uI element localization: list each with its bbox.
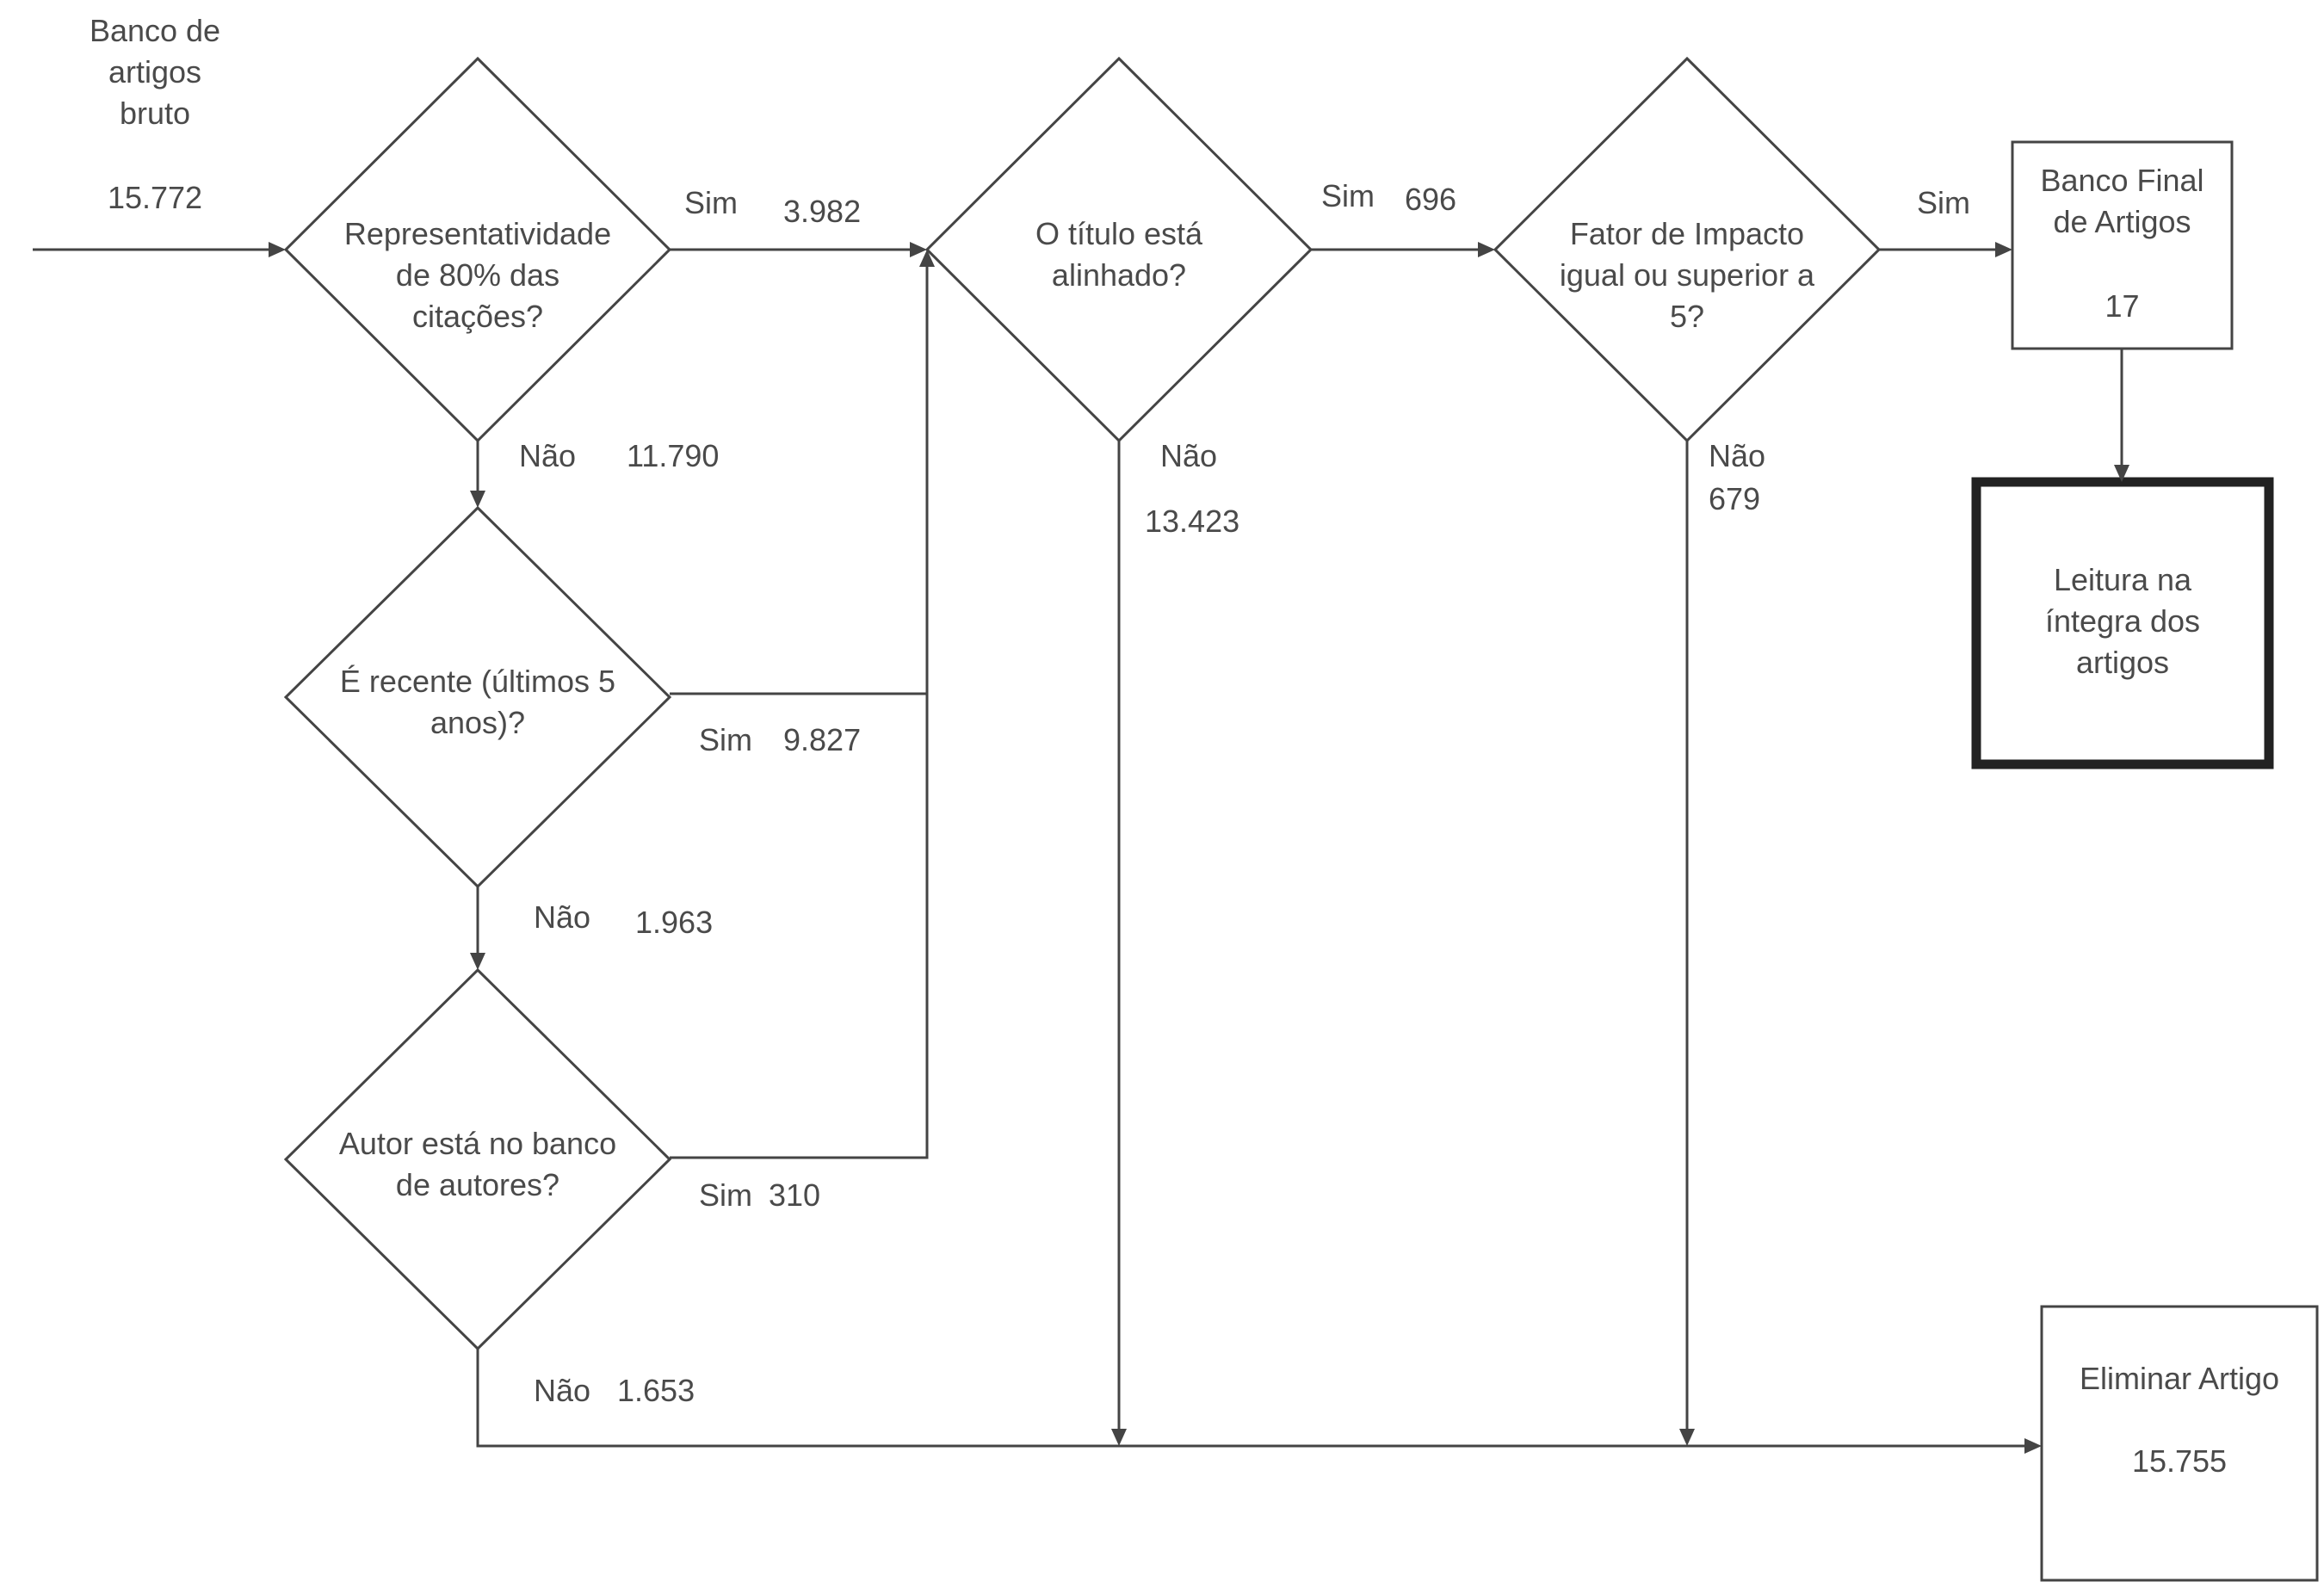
edge-recente-sim-label: Sim: [699, 722, 752, 757]
start-count: 15.772: [107, 180, 203, 215]
edge-citacoes-nao-label: Não: [519, 438, 577, 473]
arrowhead-citacoes-nao: [470, 491, 485, 508]
edge-titulo-nao-label: Não: [1160, 438, 1218, 473]
decision-titulo-text: O título está alinhado?: [1035, 216, 1203, 293]
arrowhead-titulo-sim: [1478, 242, 1495, 257]
edge-recente-nao-count: 1.963: [635, 905, 714, 940]
edge-impacto-nao-count: 679: [1709, 481, 1761, 516]
box-eliminar: [2040, 1305, 2319, 1582]
start-label: Banco de artigos bruto: [89, 13, 221, 131]
edge-citacoes-sim-count: 3.982: [783, 194, 862, 229]
edge-titulo-nao-count: 13.423: [1145, 504, 1240, 539]
edge-citacoes-sim-label: Sim: [684, 185, 738, 220]
eliminar-count: 15.755: [2131, 1443, 2228, 1479]
banco-final-label: Banco Final de Artigos: [2040, 163, 2204, 239]
box-leitura: [1971, 477, 2274, 769]
edge-autor-nao-label: Não: [534, 1373, 591, 1408]
edge-titulo-sim-count: 696: [1405, 182, 1457, 217]
arrowhead-impacto-nao: [1679, 1429, 1695, 1446]
edge-autor-nao-count: 1.653: [617, 1373, 695, 1408]
arrowhead-titulo-nao: [1111, 1429, 1127, 1446]
decision-recente-text: É recente (últimos 5 anos)?: [339, 664, 616, 740]
arrowhead-start: [269, 242, 286, 257]
arrowhead-impacto-sim: [1995, 242, 2012, 257]
edge-recente-nao-label: Não: [534, 899, 591, 935]
arrowhead-banco-leitura: [2114, 465, 2129, 482]
arrowhead-recente-nao: [470, 953, 485, 970]
edge-impacto-nao-label: Não: [1709, 438, 1766, 473]
edge-autor-sim-count: 310: [769, 1177, 821, 1213]
arrowhead-citacoes-sim: [910, 242, 927, 257]
leitura-label: Leitura na íntegra dos artigos: [2044, 562, 2201, 680]
decision-autor-text: Autor está no banco de autores?: [338, 1126, 617, 1202]
arrowhead-autor-sim: [919, 250, 935, 267]
edge-impacto-sim-label: Sim: [1917, 185, 1970, 220]
eliminar-bus-line: [476, 1349, 2026, 1448]
decision-citacoes-text: Representatividade de 80% das citações?: [343, 216, 612, 334]
edge-recente-sim-count: 9.827: [783, 722, 862, 757]
edge-titulo-sim-label: Sim: [1321, 178, 1375, 213]
decision-impacto-text: Fator de Impacto igual ou superior a 5?: [1559, 216, 1815, 334]
autor-sim-line: [670, 267, 929, 1159]
banco-final-count: 17: [2105, 288, 2140, 324]
edge-citacoes-nao-count: 11.790: [627, 438, 720, 473]
edge-autor-sim-label: Sim: [699, 1177, 752, 1213]
arrowhead-eliminar: [2024, 1438, 2042, 1454]
eliminar-label: Eliminar Artigo: [2079, 1361, 2280, 1396]
